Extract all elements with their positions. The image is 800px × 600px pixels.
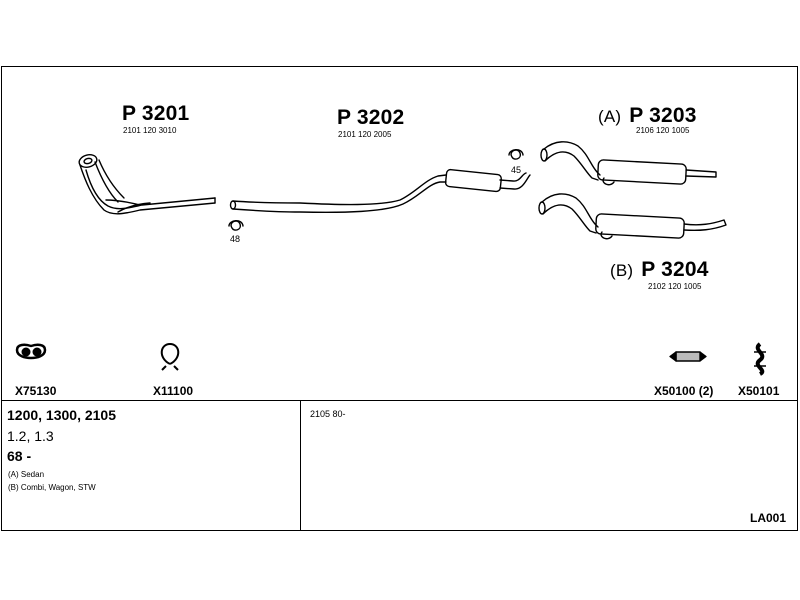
oe-number-p3201: 2101 120 3010 bbox=[123, 126, 177, 135]
catalog-code: LA001 bbox=[750, 511, 787, 525]
gasket-icon bbox=[15, 343, 47, 360]
engine-list: 1200, 1300, 2105 bbox=[7, 407, 116, 423]
u-clamp-icon bbox=[160, 343, 180, 371]
bolt-icon bbox=[669, 351, 707, 362]
part-number-p3204: P 3204 bbox=[641, 258, 709, 281]
engine-capacity: 1.2, 1.3 bbox=[7, 428, 54, 444]
oe-number-p3202: 2101 120 2005 bbox=[338, 130, 392, 139]
variant-label-a: (A) bbox=[598, 107, 622, 126]
rubber-hanger-icon bbox=[754, 342, 766, 376]
front-pipe-drawing bbox=[78, 154, 216, 215]
diagram-frame bbox=[1, 66, 798, 531]
variant-note-a: (A) Sedan bbox=[8, 470, 45, 479]
part-number-p3203: P 3203 bbox=[629, 104, 697, 127]
part-title-p3201: P 3201 bbox=[122, 102, 190, 125]
clamp-45-drawing bbox=[508, 149, 524, 160]
rear-silencer-b-drawing bbox=[538, 193, 727, 240]
model-note: 2105 80- bbox=[310, 409, 346, 419]
accessory-code-x11100: X11100 bbox=[153, 384, 194, 398]
variant-label-b: (B) bbox=[610, 261, 634, 280]
clamp-ref-48: 48 bbox=[230, 234, 240, 244]
oe-number-p3204: 2102 120 1005 bbox=[648, 282, 702, 291]
part-title-p3203: (A) P 3203 bbox=[598, 104, 697, 128]
accessory-code-x50101: X50101 bbox=[738, 384, 780, 398]
accessory-code-x50100: X50100 (2) bbox=[654, 384, 714, 398]
rear-silencer-a-drawing bbox=[540, 141, 717, 186]
table-divider bbox=[1, 400, 798, 401]
part-title-p3202: P 3202 bbox=[337, 106, 405, 129]
variant-note-b: (B) Combi, Wagon, STW bbox=[8, 483, 96, 492]
clamp-48-drawing bbox=[228, 220, 244, 231]
model-year: 68 - bbox=[7, 448, 32, 464]
oe-number-p3203: 2106 120 1005 bbox=[636, 126, 690, 135]
clamp-ref-45: 45 bbox=[511, 165, 521, 175]
column-divider bbox=[300, 400, 301, 531]
middle-pipe-drawing bbox=[229, 168, 531, 214]
accessory-code-x75130: X75130 bbox=[15, 384, 57, 398]
part-title-p3204: (B) P 3204 bbox=[610, 258, 709, 282]
